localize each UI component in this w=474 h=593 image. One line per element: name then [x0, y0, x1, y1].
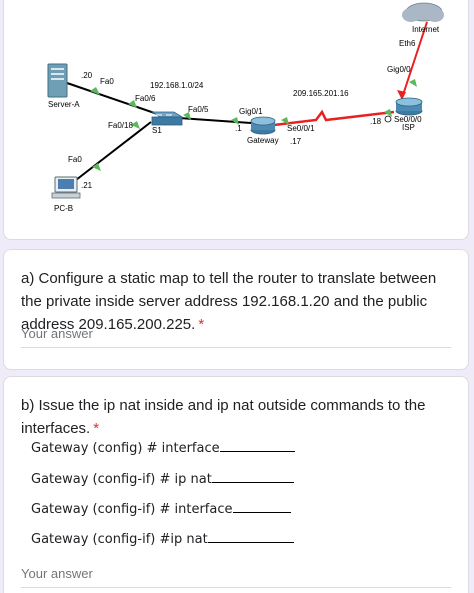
question-title: a) Configure a static map to tell the ro… [21, 267, 459, 336]
pc-addr: .21 [81, 181, 93, 190]
server-addr: .20 [81, 71, 93, 80]
pc-icon[interactable] [51, 176, 81, 199]
gateway-wan-port: Se0/0/1 [287, 124, 315, 133]
fill-blank [211, 470, 294, 483]
isp-up-port: Gig0/0 [387, 65, 411, 74]
pc-port: Fa0 [68, 155, 82, 164]
serial-link-gateway-isp [273, 109, 395, 127]
switch-port-fa0-6: Fa0/6 [135, 94, 156, 103]
command-line-1: Gateway (config) # interface [31, 439, 295, 456]
cloud-icon[interactable] [402, 2, 444, 22]
switch-port-fa0-5: Fa0/5 [188, 105, 209, 114]
lan-subnet: 192.168.1.0/24 [150, 81, 204, 90]
pc-name: PC-B [54, 204, 73, 213]
server-name: Server-A [48, 100, 80, 109]
gateway-lan-addr: .1 [235, 124, 242, 133]
switch-name: S1 [152, 126, 162, 135]
question-title: b) Issue the ip nat inside and ip nat ou… [21, 394, 459, 440]
command-text: Gateway (config-if) # interface [31, 502, 233, 517]
answer-input[interactable] [21, 566, 451, 588]
topology-card: Server-A .20 Fa0 PC-B .21 Fa0 S1 Fa0/6 F… [3, 0, 469, 240]
link-isp-internet [401, 21, 428, 99]
network-topology-diagram: Server-A .20 Fa0 PC-B .21 Fa0 S1 Fa0/6 F… [47, 2, 444, 213]
gateway-name: Gateway [247, 136, 279, 145]
switch-icon[interactable] [150, 111, 184, 126]
isp-wan-addr: .18 [370, 117, 382, 126]
answer-input[interactable] [21, 326, 451, 348]
required-mark: * [93, 420, 100, 437]
internet-port: Eth6 [399, 39, 416, 48]
question-text: a) Configure a static map to tell the ro… [21, 270, 437, 333]
command-text: Gateway (config-if) # ip nat [31, 472, 212, 487]
question-card-b: b) Issue the ip nat inside and ip nat ou… [3, 376, 469, 593]
wan-subnet: 209.165.201.16 [293, 89, 349, 98]
command-line-3: Gateway (config-if) # interface [31, 500, 291, 517]
command-line-4: Gateway (config-if) #ip nat [31, 530, 294, 547]
command-text: Gateway (config) # interface [31, 441, 220, 456]
command-line-2: Gateway (config-if) # ip nat [31, 470, 294, 487]
fill-blank [207, 530, 294, 543]
gateway-lan-port: Gig0/1 [239, 107, 263, 116]
fill-blank [232, 500, 291, 513]
clock-icon [384, 115, 392, 123]
question-text: b) Issue the ip nat inside and ip nat ou… [21, 397, 426, 437]
command-text: Gateway (config-if) #ip nat [31, 532, 208, 547]
required-mark: * [198, 316, 205, 333]
link-pc-s1 [75, 121, 152, 181]
isp-name: ISP [402, 123, 415, 132]
port-markers [90, 79, 417, 171]
router-icon[interactable] [250, 116, 276, 135]
switch-port-fa0-18: Fa0/18 [108, 121, 133, 130]
server-port: Fa0 [100, 77, 114, 86]
fill-blank [219, 439, 295, 452]
isp-wan-port: Se0/0/0 [394, 115, 422, 124]
server-icon[interactable] [47, 63, 68, 98]
arrow-head-icon [397, 90, 406, 100]
question-card-a: a) Configure a static map to tell the ro… [3, 249, 469, 370]
gateway-wan-addr: .17 [290, 137, 302, 146]
internet-name: Internet [412, 25, 440, 34]
router-icon[interactable] [395, 97, 423, 116]
link-s1-gateway [178, 117, 252, 124]
